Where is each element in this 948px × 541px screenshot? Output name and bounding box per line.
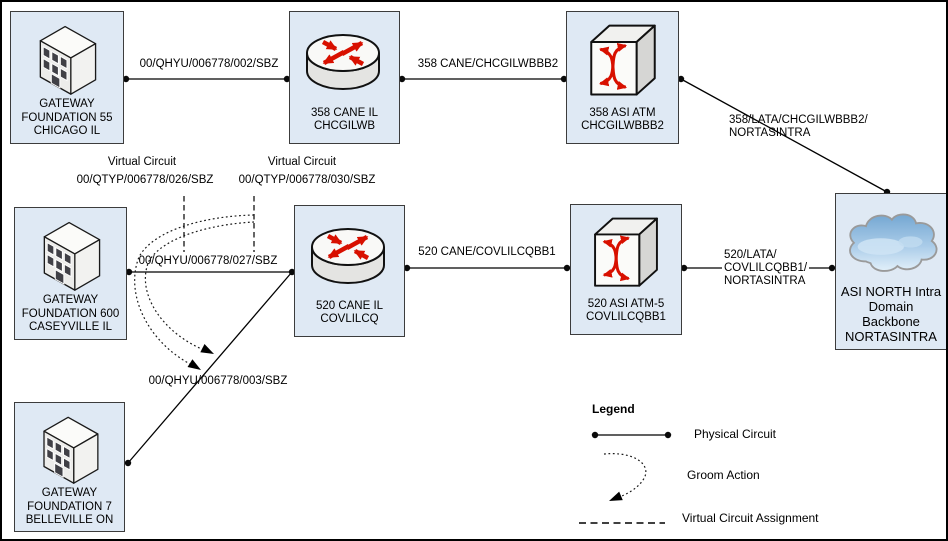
virtual-circuit-2-title: Virtual Circuit <box>267 156 337 168</box>
groom-action-curves <box>134 214 255 368</box>
atm-switch-icon <box>588 205 664 298</box>
node-gateway-foundation-7: GATEWAY FOUNDATION 7 BELLEVILLE ON <box>14 402 125 532</box>
node-358-asi-atm: 358 ASI ATM CHCGILWBBB2 <box>566 11 679 144</box>
legend-title: Legend <box>592 402 635 416</box>
circuit-label-l1: 00/QHYU/006778/002/SBZ <box>139 58 279 70</box>
physical-circuit-atm358-backbone <box>680 78 888 193</box>
circuit-label-l4: 00/QHYU/006778/027/SBZ <box>138 255 278 267</box>
node-label: GATEWAY FOUNDATION 600 CASEYVILLE IL <box>21 294 120 334</box>
node-520-asi-atm-5: 520 ASI ATM-5 COVLILCQBB1 <box>570 204 682 335</box>
node-label: 520 ASI ATM-5 COVLILCQBB1 <box>586 297 666 324</box>
legend-item-virtual-circuit-assignment: Virtual Circuit Assignment <box>682 511 819 525</box>
legend-groom-action-sample <box>603 453 647 501</box>
circuit-label-l5: 520 CANE/COVLILCQBB1 <box>418 246 556 258</box>
node-358-cane-il: 358 CANE IL CHCGILWB <box>289 11 400 144</box>
virtual-circuit-1-title: Virtual Circuit <box>107 156 177 168</box>
node-label: 520 CANE IL COVLILCQ <box>315 299 384 326</box>
virtual-circuit-assignment-lines <box>183 196 255 252</box>
circuit-label-l2: 358 CANE/CHCGILWBBB2 <box>417 58 559 70</box>
node-label: 358 CANE IL CHCGILWB <box>310 106 379 133</box>
virtual-circuit-2-id: 00/QTYP/006778/030/SBZ <box>238 174 376 186</box>
groom-action-curve-inner <box>144 221 255 353</box>
node-asi-north-backbone: ASI NORTH Intra Domain Backbone NORTASIN… <box>835 193 946 350</box>
router-icon <box>305 12 385 107</box>
legend-physical-circuit-sample <box>591 431 672 439</box>
circuit-endpoint-dots <box>122 75 891 467</box>
router-icon <box>310 206 390 300</box>
building-icon <box>31 403 109 487</box>
node-label: 358 ASI ATM CHCGILWBBB2 <box>581 106 664 133</box>
node-gateway-foundation-600: GATEWAY FOUNDATION 600 CASEYVILLE IL <box>14 207 127 340</box>
building-icon <box>31 208 111 294</box>
circuit-label-l7: 00/QHYU/006778/003/SBZ <box>148 375 288 387</box>
legend-item-physical-circuit: Physical Circuit <box>694 427 777 441</box>
node-520-cane-il: 520 CANE IL COVLILCQ <box>294 205 405 337</box>
legend-item-groom-action: Groom Action <box>687 468 760 482</box>
physical-circuit-gw7-cane520 <box>127 271 293 464</box>
virtual-circuit-1-id: 00/QTYP/006778/026/SBZ <box>76 174 214 186</box>
cloud-icon <box>840 194 942 284</box>
circuit-label-l6: 520/LATA/ COVLILCQBB1/ NORTASINTRA <box>722 249 810 289</box>
node-gateway-foundation-55: GATEWAY FOUNDATION 55 CHICAGO IL <box>10 11 124 144</box>
building-icon <box>27 12 107 98</box>
node-label: GATEWAY FOUNDATION 7 BELLEVILLE ON <box>25 487 114 527</box>
node-label: GATEWAY FOUNDATION 55 CHICAGO IL <box>21 98 113 138</box>
groom-action-curve-outer <box>134 214 255 368</box>
node-label: ASI NORTH Intra Domain Backbone NORTASIN… <box>840 283 942 344</box>
groom-action-arrowheads <box>187 343 214 370</box>
circuit-label-l3: 358/LATA/CHCGILWBBB2/ NORTASINTRA <box>729 114 868 140</box>
atm-switch-icon <box>584 12 662 107</box>
